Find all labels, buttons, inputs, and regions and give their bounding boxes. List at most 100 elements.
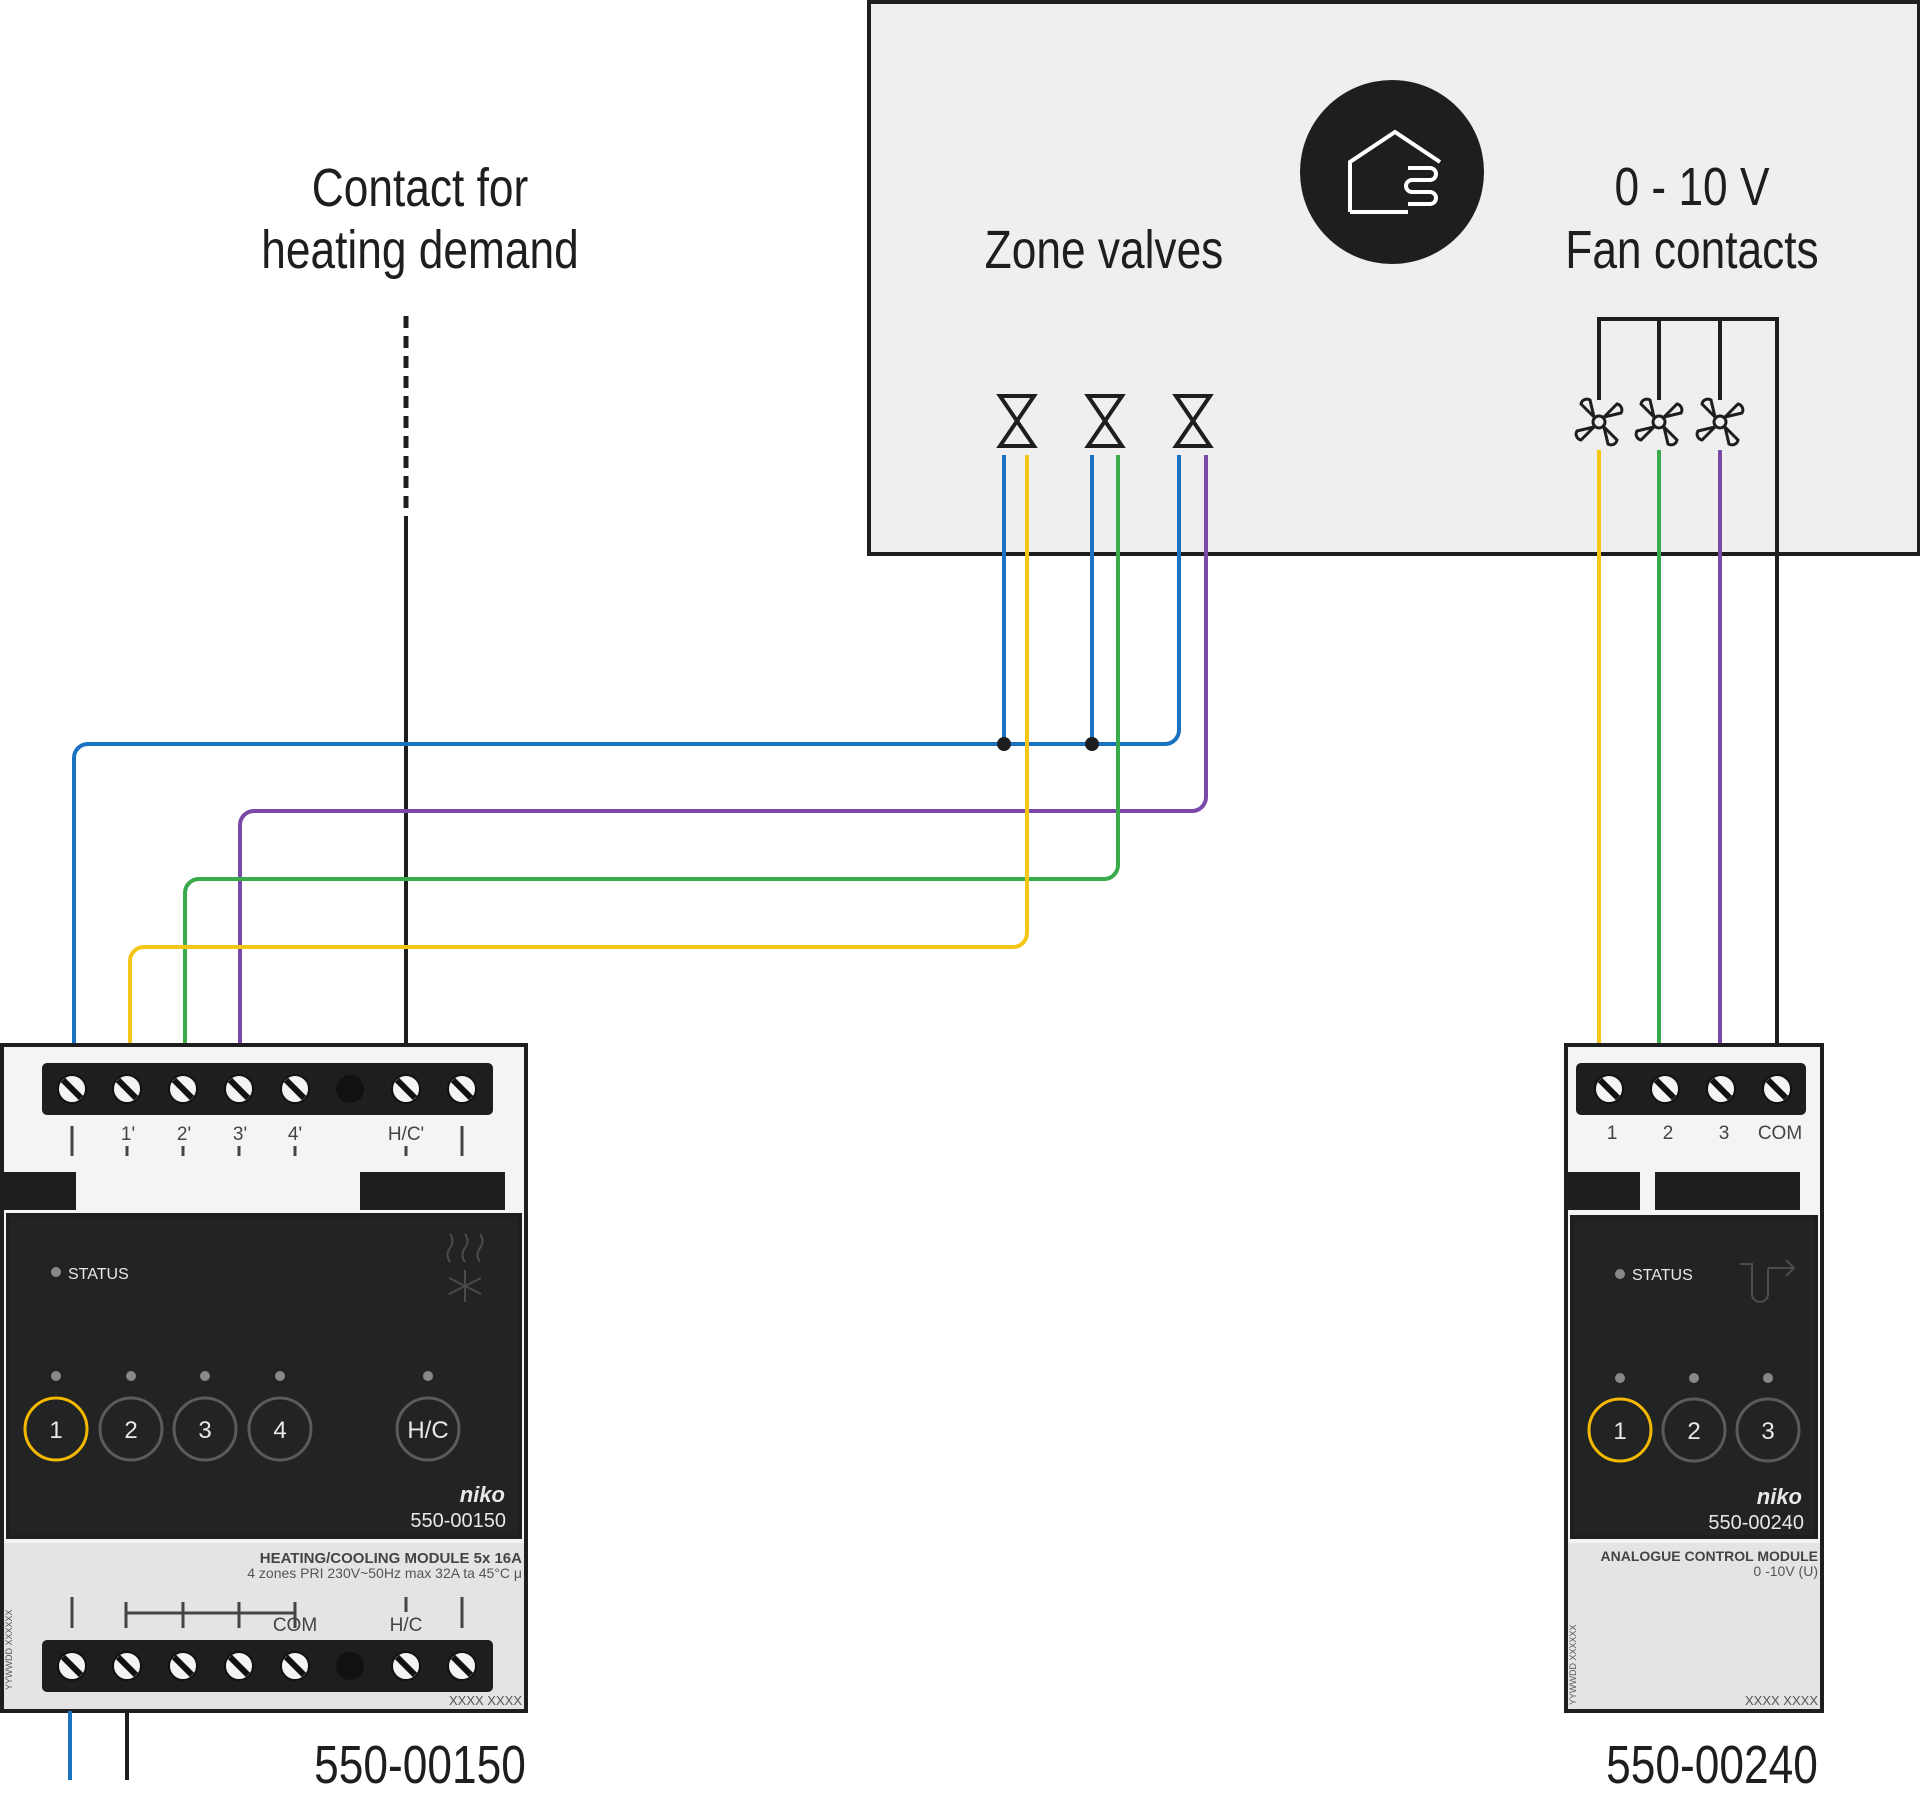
valve-icon — [1084, 394, 1126, 448]
terminal-label: 2' — [177, 1124, 191, 1145]
blue-wire — [72, 455, 1181, 1045]
terminal-labels-top: 1' 2' 3' 4' H/C' — [121, 1124, 424, 1145]
terminal-screw — [168, 1651, 198, 1681]
channel-led — [1763, 1373, 1773, 1383]
module-code-left: 550-00150 — [314, 1735, 526, 1795]
fan-icon — [1634, 397, 1684, 447]
fan-icon — [1574, 397, 1624, 447]
hc-label: H/C — [390, 1615, 423, 1636]
com-label: COM — [273, 1615, 317, 1636]
terminal-screw — [391, 1074, 421, 1104]
terminal-screw — [447, 1651, 477, 1681]
contact-label-line2: heating demand — [261, 220, 578, 280]
side-code: YYWWDD XXXXXX — [4, 1609, 14, 1690]
channel-led — [1615, 1373, 1625, 1383]
module-code-face: 550-00240 — [1708, 1512, 1804, 1534]
fan-contacts-label: Fan contacts — [1565, 220, 1818, 280]
channel-led — [1689, 1373, 1699, 1383]
bottom-tick-marks — [70, 1597, 464, 1628]
terminal-screw — [391, 1651, 421, 1681]
fan-voltage-label: 0 - 10 V — [1614, 157, 1769, 217]
module-face — [6, 1213, 522, 1539]
module-description: ANALOGUE CONTROL MODULE — [1600, 1548, 1818, 1564]
status-led — [1615, 1269, 1625, 1279]
channel-button-label: 2 — [124, 1417, 137, 1444]
channel-button-3[interactable]: 3 — [172, 1396, 238, 1462]
channel-button-1[interactable]: 1 — [23, 1396, 89, 1462]
module-lower-panel — [1568, 1543, 1820, 1709]
house-heating-icon — [1300, 80, 1484, 264]
terminal-label: 1' — [121, 1124, 135, 1145]
channel-button-4[interactable]: 4 — [247, 1396, 313, 1462]
terminal-screw — [57, 1651, 87, 1681]
serial-number: XXXX XXXX — [1745, 1693, 1818, 1708]
analogue-control-module: 1 2 3 COM STATUS 1 2 3 niko 550-0 — [1564, 1043, 1824, 1713]
module-code-face: 550-00150 — [410, 1510, 506, 1532]
terminal-screw — [112, 1074, 142, 1104]
status-label: STATUS — [1632, 1267, 1693, 1284]
channel-button-label: 3 — [1761, 1418, 1774, 1445]
serial-number: XXXX XXXX — [449, 1693, 522, 1708]
valve-icon — [996, 394, 1038, 448]
side-code: YYWWDD XXXXXX — [1568, 1624, 1578, 1705]
green-wire — [183, 455, 1120, 1045]
terminal-screw — [112, 1651, 142, 1681]
yellow-wire — [128, 455, 1029, 1045]
valve-icon — [1172, 394, 1214, 448]
channel-button-2[interactable]: 2 — [98, 1396, 164, 1462]
channel-button-hc[interactable]: H/C — [395, 1396, 461, 1462]
fan-common-bracket — [1597, 317, 1779, 1045]
terminal-label: 3 — [1719, 1123, 1730, 1144]
terminal-screw — [224, 1074, 254, 1104]
terminal-screw — [280, 1651, 310, 1681]
brand-logo: niko — [460, 1482, 505, 1507]
terminal-strip-top — [1576, 1063, 1806, 1115]
terminal-label: 3' — [233, 1124, 247, 1145]
channel-button-label: 3 — [198, 1417, 211, 1444]
terminal-label: 4' — [288, 1124, 302, 1145]
status-label: STATUS — [68, 1266, 129, 1283]
terminal-blank — [336, 1075, 364, 1103]
junction-dot — [997, 737, 1011, 751]
terminal-screw — [1594, 1074, 1624, 1104]
channel-button-3[interactable]: 3 — [1735, 1397, 1801, 1463]
channel-button-1[interactable]: 1 — [1587, 1397, 1653, 1463]
channel-button-label: 4 — [273, 1417, 286, 1444]
heating-cooling-icon — [446, 1233, 484, 1302]
module-specs: 4 zones PRI 230V~50Hz max 32A ta 45°C μ — [247, 1565, 522, 1581]
terminal-screw — [168, 1074, 198, 1104]
channel-led — [51, 1371, 61, 1381]
terminal-screw — [447, 1074, 477, 1104]
terminal-screw — [1650, 1074, 1680, 1104]
channel-led — [423, 1371, 433, 1381]
terminal-label: 2 — [1663, 1123, 1674, 1144]
heating-cooling-module: 1' 2' 3' 4' H/C' STATUS 1 — [0, 1043, 528, 1713]
module-specs: 0 -10V (U) — [1753, 1563, 1818, 1579]
purple-wire — [238, 455, 1208, 1045]
contact-label-line1: Contact for — [312, 158, 529, 218]
terminal-screw — [224, 1651, 254, 1681]
terminal-screw — [57, 1074, 87, 1104]
channel-led — [126, 1371, 136, 1381]
terminal-blank — [336, 1652, 364, 1680]
terminal-label: H/C' — [388, 1124, 424, 1145]
module-code-right: 550-00240 — [1606, 1735, 1818, 1795]
channel-button-label: 1 — [1613, 1418, 1626, 1445]
terminal-screw — [1706, 1074, 1736, 1104]
terminal-labels-top: 1 2 3 COM — [1607, 1123, 1802, 1144]
terminal-label: 1 — [1607, 1123, 1618, 1144]
terminal-strip-bottom — [42, 1640, 493, 1692]
module-description: HEATING/COOLING MODULE 5x 16A — [260, 1550, 522, 1567]
channel-button-label: 2 — [1687, 1418, 1700, 1445]
channel-button-label: 1 — [49, 1417, 62, 1444]
terminal-screw — [280, 1074, 310, 1104]
brand-logo: niko — [1757, 1484, 1802, 1509]
terminal-label: COM — [1758, 1123, 1802, 1144]
analog-output-icon — [1740, 1259, 1796, 1303]
channel-button-2[interactable]: 2 — [1661, 1397, 1727, 1463]
terminal-strip-top — [42, 1063, 493, 1115]
junction-dot — [1085, 737, 1099, 751]
status-led — [51, 1267, 61, 1277]
channel-led — [200, 1371, 210, 1381]
